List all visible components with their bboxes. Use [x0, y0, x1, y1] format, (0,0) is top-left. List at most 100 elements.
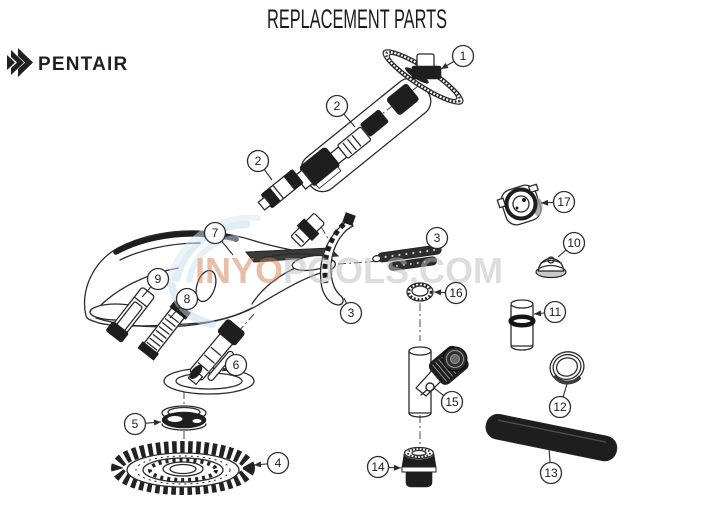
callout-number: 10: [567, 236, 581, 250]
callout-5: 5: [123, 412, 162, 436]
callout-7: 7: [203, 221, 234, 256]
callout-leader: [141, 286, 152, 298]
callout-number: 4: [275, 456, 282, 470]
callout-circle: [451, 44, 475, 68]
callout-number: 7: [212, 226, 219, 240]
part-17-flange: [496, 183, 543, 226]
callout-number: 12: [553, 400, 567, 414]
callout-circle: [246, 149, 270, 173]
part-3-hook: [319, 212, 356, 306]
callout-14: 14: [366, 455, 402, 479]
watermark-swirl: [165, 214, 261, 328]
callout-leader: [423, 245, 431, 253]
callout-number: 2: [334, 99, 341, 113]
callout-circle: [440, 390, 464, 414]
callout-8: 8: [169, 287, 199, 319]
callout-arrowhead-icon: [541, 199, 549, 206]
part-2-outer-tube: [294, 77, 432, 193]
callout-leader: [343, 113, 356, 128]
callout-number: 8: [184, 292, 191, 306]
part-10-dome: [535, 256, 567, 279]
callout-number: 9: [155, 272, 162, 286]
callout-3: 3: [423, 226, 449, 253]
callout-2: 2: [246, 149, 273, 181]
part-16-ring: [406, 282, 434, 302]
callout-leader: [557, 249, 567, 258]
part-9-flapper: [106, 287, 155, 343]
part-1-disc: [382, 49, 464, 105]
callout-15: 15: [433, 387, 464, 414]
callout-leader: [343, 297, 348, 304]
callout-17: 17: [540, 190, 576, 214]
callout-circle: [266, 451, 290, 475]
pentair-arrow-icon: [7, 48, 33, 77]
callout-arrowhead-icon: [434, 289, 442, 296]
callout-3: 3: [339, 297, 363, 325]
page-title: REPLACEMENT PARTS: [267, 4, 447, 34]
callout-number: 3: [348, 306, 355, 320]
part-12-seal: [549, 351, 585, 385]
callout-circle: [325, 94, 349, 118]
callout-circle: [552, 190, 576, 214]
callout-leader: [169, 306, 181, 319]
callout-13: 13: [539, 448, 563, 485]
callout-12: 12: [548, 383, 572, 419]
callout-circle: [224, 353, 248, 377]
callout-arrowhead-icon: [441, 62, 449, 69]
callout-circle: [123, 412, 147, 436]
callout-circle: [366, 455, 390, 479]
inlet-fitting: [290, 213, 325, 247]
watermark-text: INYOPOOLS.COM: [195, 250, 503, 291]
callout-arrowhead-icon: [254, 461, 262, 468]
part-13-hose: [485, 413, 618, 462]
callout-circle: [146, 267, 170, 291]
part-3-vane: [372, 244, 442, 271]
callout-circle: [562, 231, 586, 255]
part-4-finned-disc: [111, 441, 255, 495]
callout-4: 4: [253, 451, 290, 475]
callout-number: 16: [449, 286, 463, 300]
callout-number: 2: [255, 154, 262, 168]
callout-leader: [562, 383, 568, 398]
callout-arrowhead-icon: [153, 419, 161, 426]
callout-leader: [548, 448, 551, 463]
watermark: INYOPOOLS.COM: [165, 214, 503, 328]
callout-circle: [444, 281, 468, 305]
callout-1: 1: [440, 44, 475, 70]
callout-number: 11: [549, 305, 562, 319]
callout-number: 5: [132, 417, 139, 431]
callout-leader: [433, 387, 445, 396]
callout-16: 16: [433, 281, 468, 305]
callout-number: 1: [460, 49, 467, 63]
part-5-bearing: [161, 405, 207, 431]
callout-arrowhead-icon: [393, 464, 401, 471]
callout-circle: [539, 461, 563, 485]
callout-number: 14: [371, 460, 385, 474]
callout-circle: [548, 395, 572, 419]
callout-number: 17: [557, 195, 571, 209]
callout-number: 13: [544, 466, 558, 480]
callout-leader: [263, 169, 273, 181]
callout-10: 10: [557, 231, 586, 258]
callout-leader: [221, 240, 234, 256]
callout-circle: [175, 287, 199, 311]
brand-name: PENTAIR: [38, 54, 128, 75]
callout-number: 6: [233, 358, 240, 372]
pentair-logo: PENTAIR: [7, 48, 128, 77]
callout-number: 15: [445, 395, 459, 409]
callout-circle: [425, 226, 449, 250]
part-11-sleeve: [508, 299, 536, 351]
callout-11: 11: [533, 300, 567, 324]
part-15-elbow: [408, 345, 469, 418]
callout-circle: [339, 301, 363, 325]
callout-arrowhead-icon: [534, 310, 542, 317]
part-14-adapter: [401, 446, 437, 488]
callout-2: 2: [325, 94, 356, 128]
callout-number: 3: [434, 231, 441, 245]
callout-6: 6: [221, 353, 248, 377]
callout-9: 9: [141, 267, 170, 298]
callout-circle: [203, 221, 227, 245]
part-2-coupling: [257, 169, 304, 211]
